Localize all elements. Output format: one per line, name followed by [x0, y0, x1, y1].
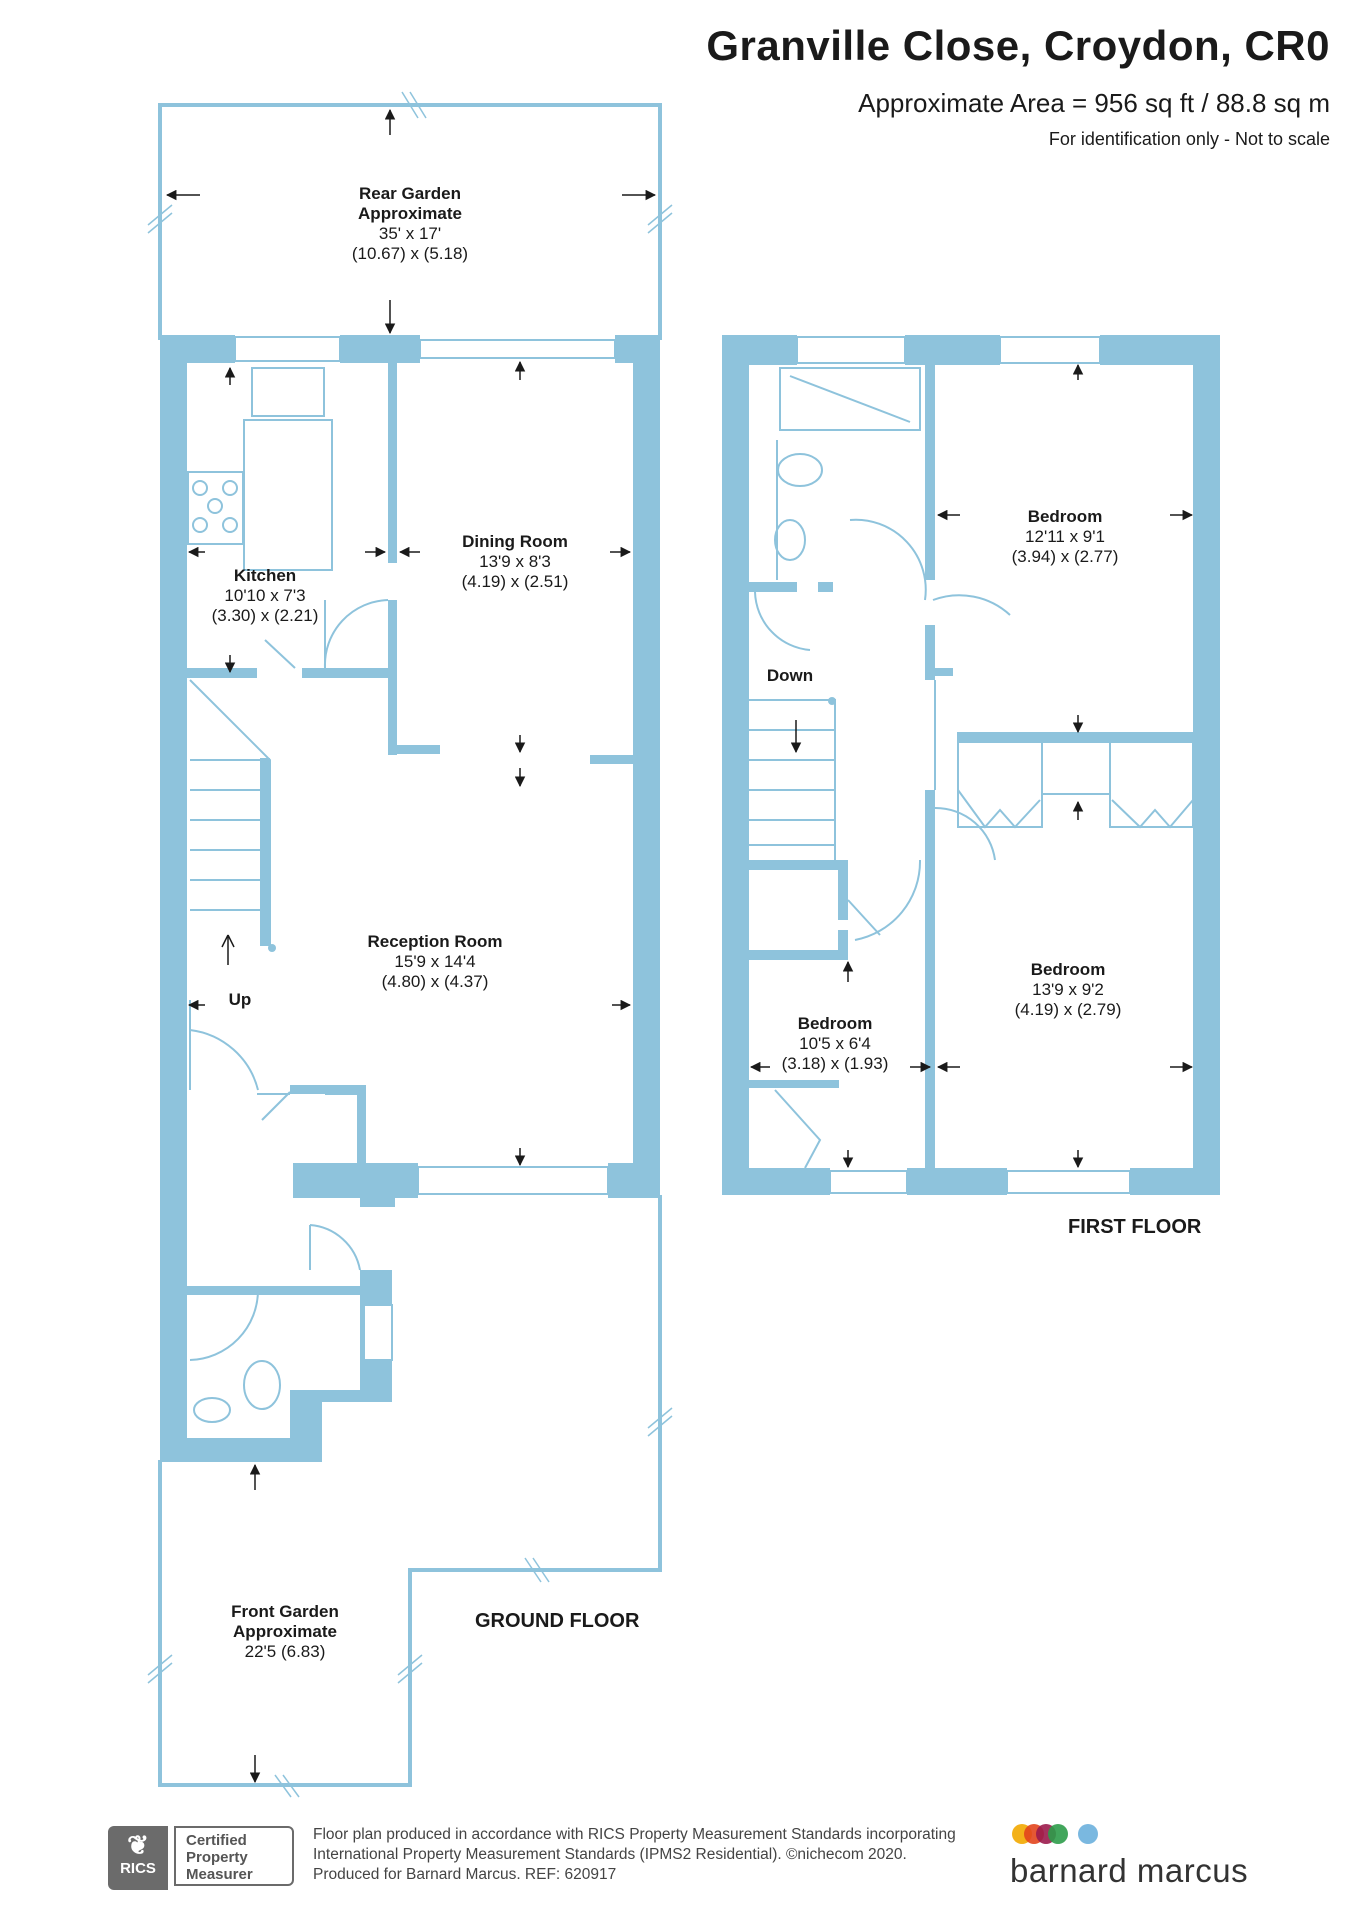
ground-floor-label: GROUND FLOOR: [475, 1610, 640, 1632]
rics-crest-icon: ❦: [127, 1830, 149, 1860]
first-floor-walls: [722, 335, 1220, 1195]
page-title: Granville Close, Croydon, CR0: [706, 22, 1330, 69]
ground-floor-walls: [160, 335, 660, 1462]
identification-note: For identification only - Not to scale: [1048, 129, 1330, 149]
room-label-dining-room: Dining Room 13'9 x 8'3 (4.19) x (2.51): [461, 532, 569, 591]
room-label-kitchen: Kitchen 10'10 x 7'3 (3.30) x (2.21): [211, 566, 319, 625]
room-label-bedroom-3: Bedroom 10'5 x 6'4 (3.18) x (1.93): [781, 1014, 889, 1073]
stairs-up-label: Up: [228, 990, 252, 1009]
break-marks: [147, 91, 673, 1798]
barnard-marcus-logo: barnard marcus: [1010, 1822, 1250, 1892]
rics-certification-text: Certified Property Measurer: [174, 1826, 294, 1886]
brand-name: barnard marcus: [1010, 1852, 1249, 1889]
first-floor-fixtures: [749, 367, 1194, 1169]
dimension-arrows: [165, 108, 1194, 1784]
rics-logo: ❦ RICS: [108, 1826, 168, 1890]
ground-floor-windows: [234, 336, 616, 1361]
footer-disclaimer: Floor plan produced in accordance with R…: [313, 1826, 956, 1883]
room-label-reception-room: Reception Room 15'9 x 14'4 (4.80) x (4.3…: [367, 932, 503, 991]
brand-dot: [1048, 1824, 1068, 1844]
room-label-bedroom-2: Bedroom 13'9 x 9'2 (4.19) x (2.79): [1014, 960, 1122, 1019]
room-label-front-garden: Front Garden Approximate 22'5 (6.83): [231, 1602, 339, 1661]
first-floor-label: FIRST FLOOR: [1068, 1216, 1202, 1238]
approximate-area: Approximate Area = 956 sq ft / 88.8 sq m: [858, 88, 1330, 118]
brand-dot: [1078, 1824, 1098, 1844]
ground-floor-fixtures: [187, 367, 389, 1423]
first-floor-windows: [796, 336, 1131, 1194]
room-label-bedroom-1: Bedroom 12'11 x 9'1 (3.94) x (2.77): [1011, 507, 1119, 566]
rics-certified-badge: ❦ RICS Certified Property Measurer: [108, 1826, 300, 1890]
stairs-down-label: Down: [766, 666, 814, 685]
room-label-rear-garden: Rear Garden Approximate 35' x 17' (10.67…: [351, 184, 469, 263]
